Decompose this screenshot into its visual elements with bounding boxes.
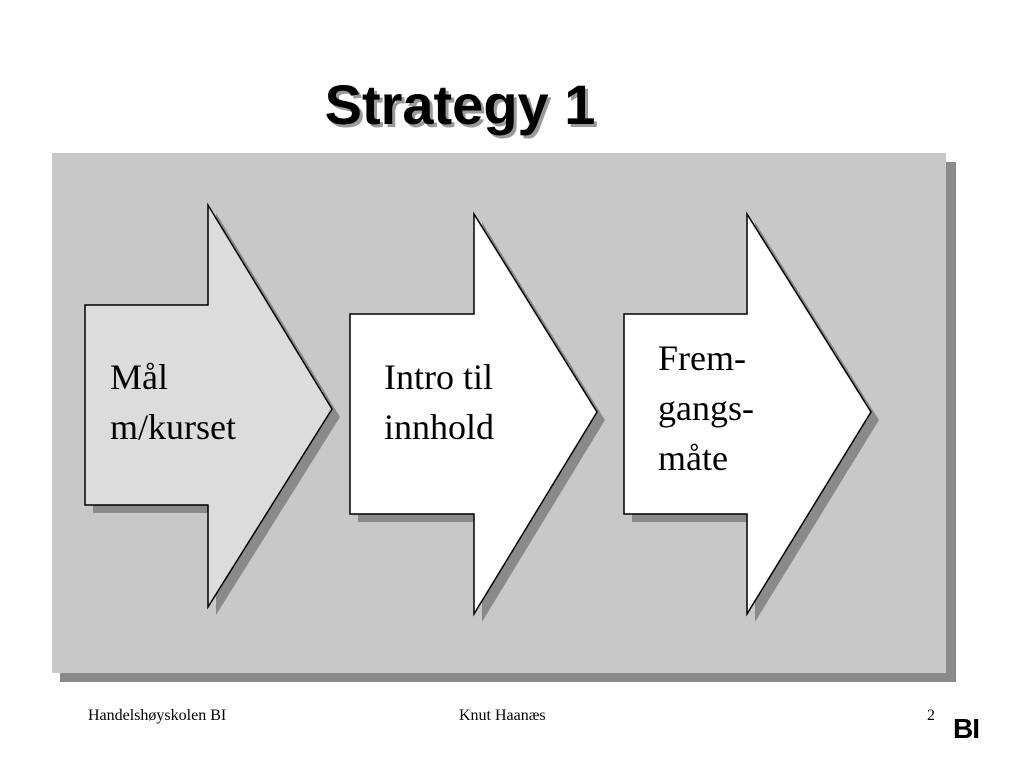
arrow-3-shape bbox=[623, 211, 872, 617]
slide-title: Strategy 1 bbox=[324, 73, 596, 136]
arrow-3-line-1: Frem- bbox=[658, 338, 746, 378]
footer-author: Knut Haanæs bbox=[459, 707, 546, 724]
arrow-1-shape bbox=[84, 202, 333, 610]
bi-logo: BI bbox=[953, 713, 980, 744]
arrow-1-label: Mål m/kurset bbox=[110, 352, 236, 452]
arrow-1-line-2: m/kurset bbox=[110, 407, 236, 447]
arrow-2-label: Intro til innhold bbox=[384, 352, 494, 452]
footer-page-number: 2 bbox=[927, 707, 935, 724]
arrow-2-line-2: innhold bbox=[384, 407, 495, 447]
arrow-1-line-1: Mål bbox=[110, 357, 168, 397]
arrow-2-shape bbox=[349, 211, 598, 617]
arrow-3-line-2: gangs- bbox=[658, 388, 754, 428]
arrow-3-label: Frem- gangs- måte bbox=[658, 333, 754, 483]
arrow-3-line-3: måte bbox=[658, 438, 728, 478]
footer-institution: Handelshøyskolen BI bbox=[88, 707, 227, 724]
arrow-2-line-1: Intro til bbox=[384, 357, 493, 397]
